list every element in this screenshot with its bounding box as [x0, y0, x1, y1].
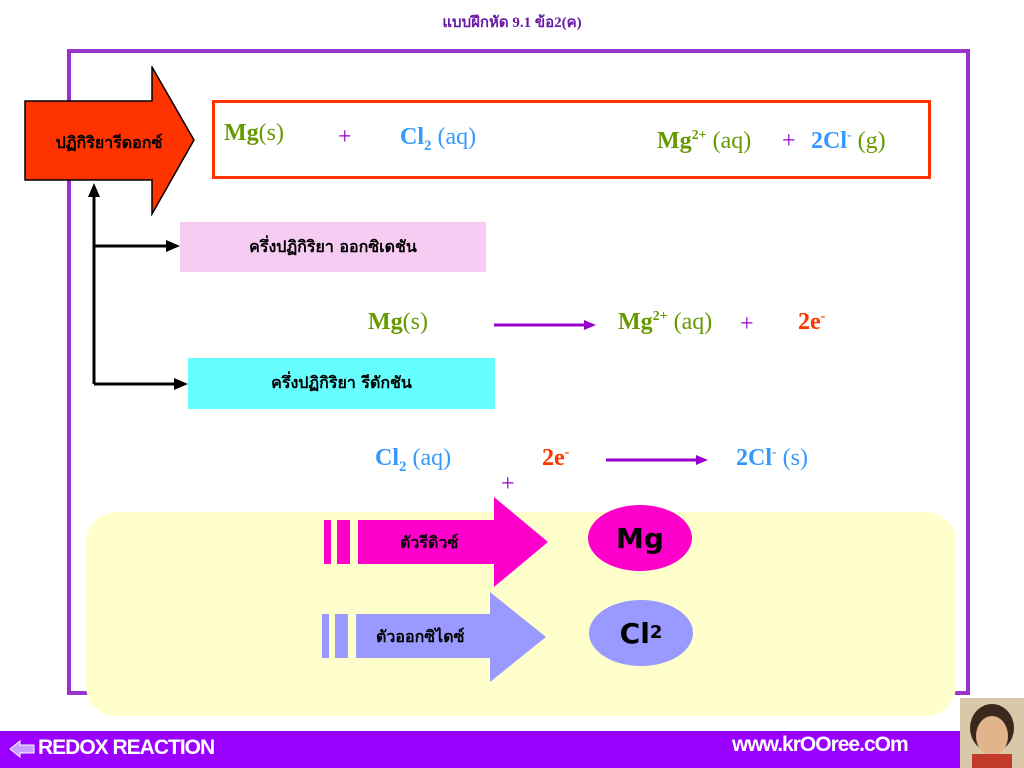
reducing-agent-label: ตัวรีดิวซ์ [400, 532, 459, 552]
overall-equation-box [212, 100, 931, 179]
reduction-electrons: 2e- [542, 445, 570, 471]
reduction-plus: + [501, 471, 515, 497]
oxidation-product-mg2plus: Mg2+ (aq) [618, 309, 713, 335]
oxidation-electrons: 2e- [798, 309, 826, 335]
reduction-label: ครึ่งปฏิกิริยา รีดักชัน [188, 358, 495, 409]
overall-product-mg2plus: Mg2+ (aq) [657, 128, 752, 154]
oxidation-label: ครึ่งปฏิกิริยา ออกซิเดชัน [180, 222, 486, 272]
footer-bar [0, 731, 1024, 768]
footer-website[interactable]: www.krOOree.cOm [732, 733, 909, 756]
overall-product-2cl: 2Cl- (g) [811, 128, 886, 154]
redox-label: ปฏิกิริยารีดอกซ์ [55, 132, 163, 152]
overall-reactant-mg: Mg(s) [224, 120, 284, 146]
redox-arrow-shape [24, 66, 195, 216]
overall-reactant-cl2: Cl2 (aq) [400, 124, 477, 154]
reducing-agent-arrow-shape [324, 497, 548, 587]
oxidation-reactant-mg: Mg(s) [368, 309, 428, 335]
oxidizing-agent-arrow-shape [322, 592, 546, 682]
presenter-photo [960, 698, 1024, 768]
reducing-agent-mg: Mg [588, 505, 692, 571]
back-arrow-icon[interactable] [8, 739, 36, 759]
overall-plus-2: + [782, 128, 796, 154]
reduction-product-2cl: 2Cl- (s) [736, 445, 808, 471]
oxidizing-agent-label: ตัวออกซิไดซ์ [376, 626, 465, 646]
oxidation-plus: + [740, 311, 754, 337]
reduction-reactant-cl2: Cl2 (aq) [375, 445, 452, 475]
footer-title: REDOX REACTION [38, 736, 215, 759]
overall-plus: + [338, 124, 352, 150]
slide-title: แบบฝึกหัด 9.1 ข้อ2(ค) [442, 15, 582, 31]
